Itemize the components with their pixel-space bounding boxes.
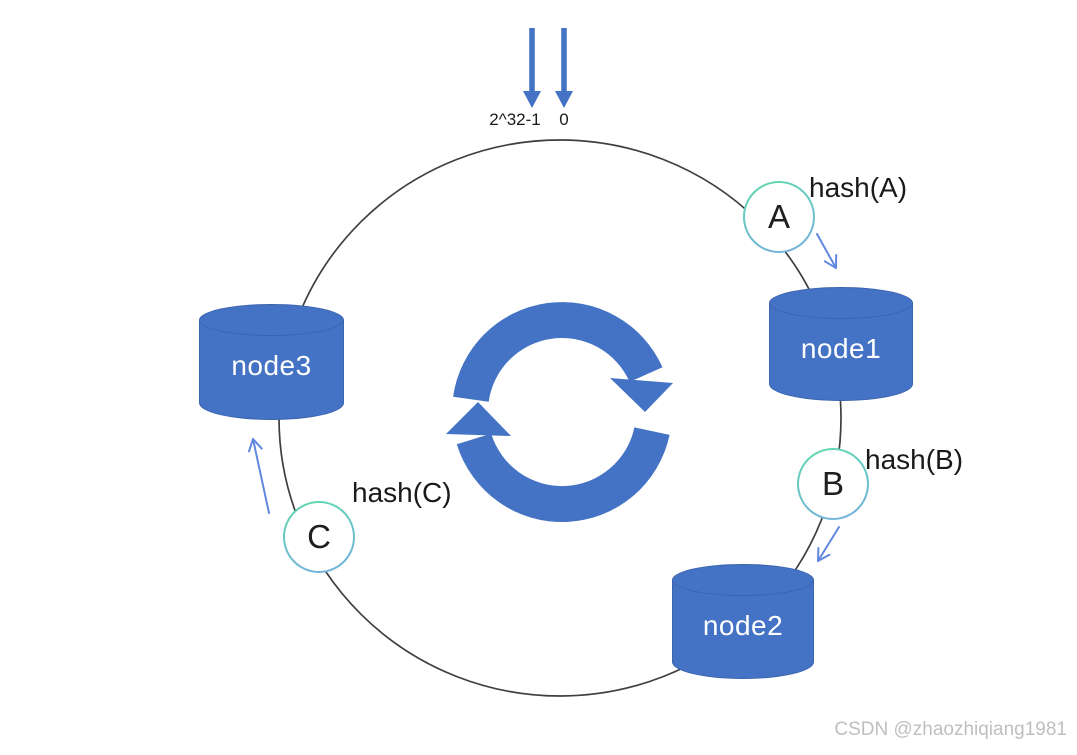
cycle-right-arrowhead bbox=[610, 378, 673, 412]
hash-a-label: hash(A) bbox=[809, 172, 908, 203]
down-arrow-max-icon bbox=[523, 28, 541, 108]
arrow-c-head bbox=[248, 438, 263, 453]
key-circle-b: B bbox=[797, 448, 869, 520]
hash-c-label: hash(C) bbox=[352, 477, 452, 508]
node1-cylinder-top bbox=[769, 287, 913, 319]
key-circle-a: A bbox=[743, 181, 815, 253]
node-cylinder-node1: node1 bbox=[769, 287, 913, 401]
arrow-b-stem bbox=[817, 526, 840, 562]
cycle-top-arc bbox=[453, 302, 663, 402]
arrow-a-stem bbox=[816, 233, 837, 269]
arrow-b-head bbox=[817, 547, 831, 562]
down-arrow-min-icon bbox=[555, 28, 573, 108]
cycle-arrows-icon bbox=[446, 302, 673, 523]
node2-cylinder-body bbox=[672, 580, 814, 679]
arrow-a-to-node1-icon bbox=[816, 233, 838, 269]
key-letter-a: A bbox=[767, 198, 790, 235]
range-max-label: 2^32-1 bbox=[489, 110, 541, 129]
range-min-label: 0 bbox=[559, 110, 569, 129]
cycle-bottom-arc bbox=[456, 427, 670, 523]
arrow-a-head bbox=[823, 254, 838, 269]
arrow-c-to-node3-icon bbox=[248, 438, 270, 514]
key-circle-c: C bbox=[283, 501, 355, 573]
down-arrow-max-head bbox=[523, 91, 541, 108]
arrow-b-to-node2-icon bbox=[817, 526, 840, 562]
watermark-text: CSDN @zhaozhiqiang1981 bbox=[834, 719, 1067, 740]
node3-cylinder-body bbox=[199, 320, 344, 420]
node1-cylinder-body bbox=[769, 303, 913, 401]
arrow-c-stem bbox=[252, 438, 270, 514]
node-cylinder-node3: node3 bbox=[199, 304, 344, 420]
node2-cylinder-top bbox=[672, 564, 814, 596]
node2-label: node2 bbox=[702, 610, 784, 641]
key-letter-c: C bbox=[307, 518, 331, 555]
key-letter-b: B bbox=[821, 465, 844, 502]
hash-b-label: hash(B) bbox=[865, 444, 964, 475]
cycle-left-arrowhead bbox=[446, 402, 511, 436]
down-arrow-min-head bbox=[555, 91, 573, 108]
node1-label: node1 bbox=[800, 333, 882, 364]
node3-cylinder-top bbox=[199, 304, 344, 336]
node-cylinder-node2: node2 bbox=[672, 564, 814, 679]
node3-label: node3 bbox=[231, 350, 312, 381]
